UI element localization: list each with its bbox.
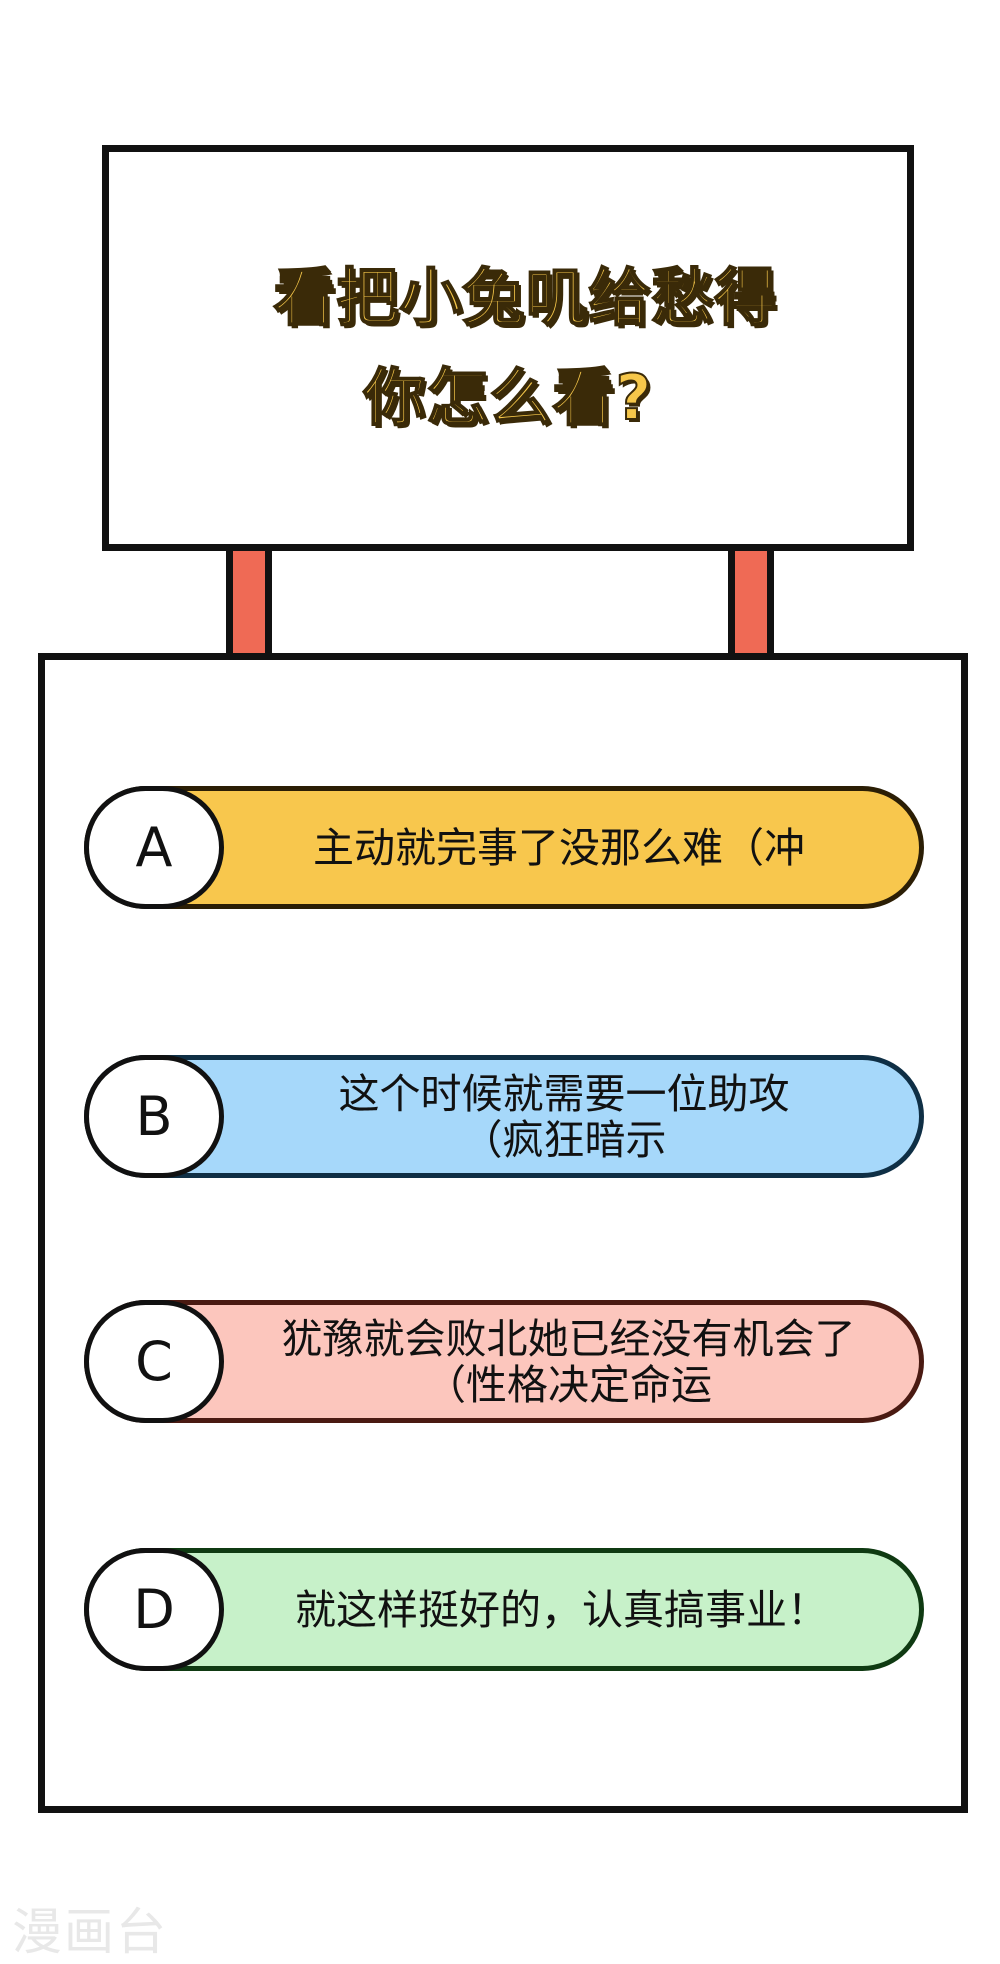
option-d-button[interactable]: D 就这样挺好的，认真搞事业！	[84, 1548, 924, 1671]
option-a-letter: A	[84, 786, 224, 909]
option-b-line-2: （疯狂暗示	[461, 1115, 667, 1164]
question-title-line-1: 看把小兔叽给愁得	[272, 260, 778, 335]
option-a-button[interactable]: A 主动就完事了没那么难（冲	[84, 786, 924, 909]
option-a-line-1: 主动就完事了没那么难（冲	[313, 823, 805, 872]
sign-post-left	[226, 551, 272, 659]
question-sign: 看把小兔叽给愁得 你怎么看?	[102, 145, 914, 551]
option-d-line-1: 就这样挺好的，认真搞事业！	[295, 1585, 828, 1634]
option-b-line-1: 这个时候就需要一位助攻	[338, 1069, 790, 1118]
option-d-letter: D	[84, 1548, 224, 1671]
option-c-button[interactable]: C 犹豫就会败北她已经没有机会了 （性格决定命运	[84, 1300, 924, 1423]
option-c-line-2: （性格决定命运	[425, 1360, 712, 1409]
option-c-letter: C	[84, 1300, 224, 1423]
sign-post-right	[728, 551, 774, 659]
question-title-line-2: 你怎么看?	[363, 360, 653, 435]
option-b-text: 这个时候就需要一位助攻 （疯狂暗示	[259, 1060, 869, 1173]
option-c-text: 犹豫就会败北她已经没有机会了 （性格决定命运	[234, 1305, 903, 1418]
watermark-logo: 漫画台	[12, 1903, 168, 1961]
option-b-letter: B	[84, 1055, 224, 1178]
option-d-text: 就这样挺好的，认真搞事业！	[254, 1553, 869, 1666]
option-b-button[interactable]: B 这个时候就需要一位助攻 （疯狂暗示	[84, 1055, 924, 1178]
option-a-text: 主动就完事了没那么难（冲	[249, 791, 869, 904]
option-c-line-1: 犹豫就会败北她已经没有机会了	[281, 1314, 856, 1363]
